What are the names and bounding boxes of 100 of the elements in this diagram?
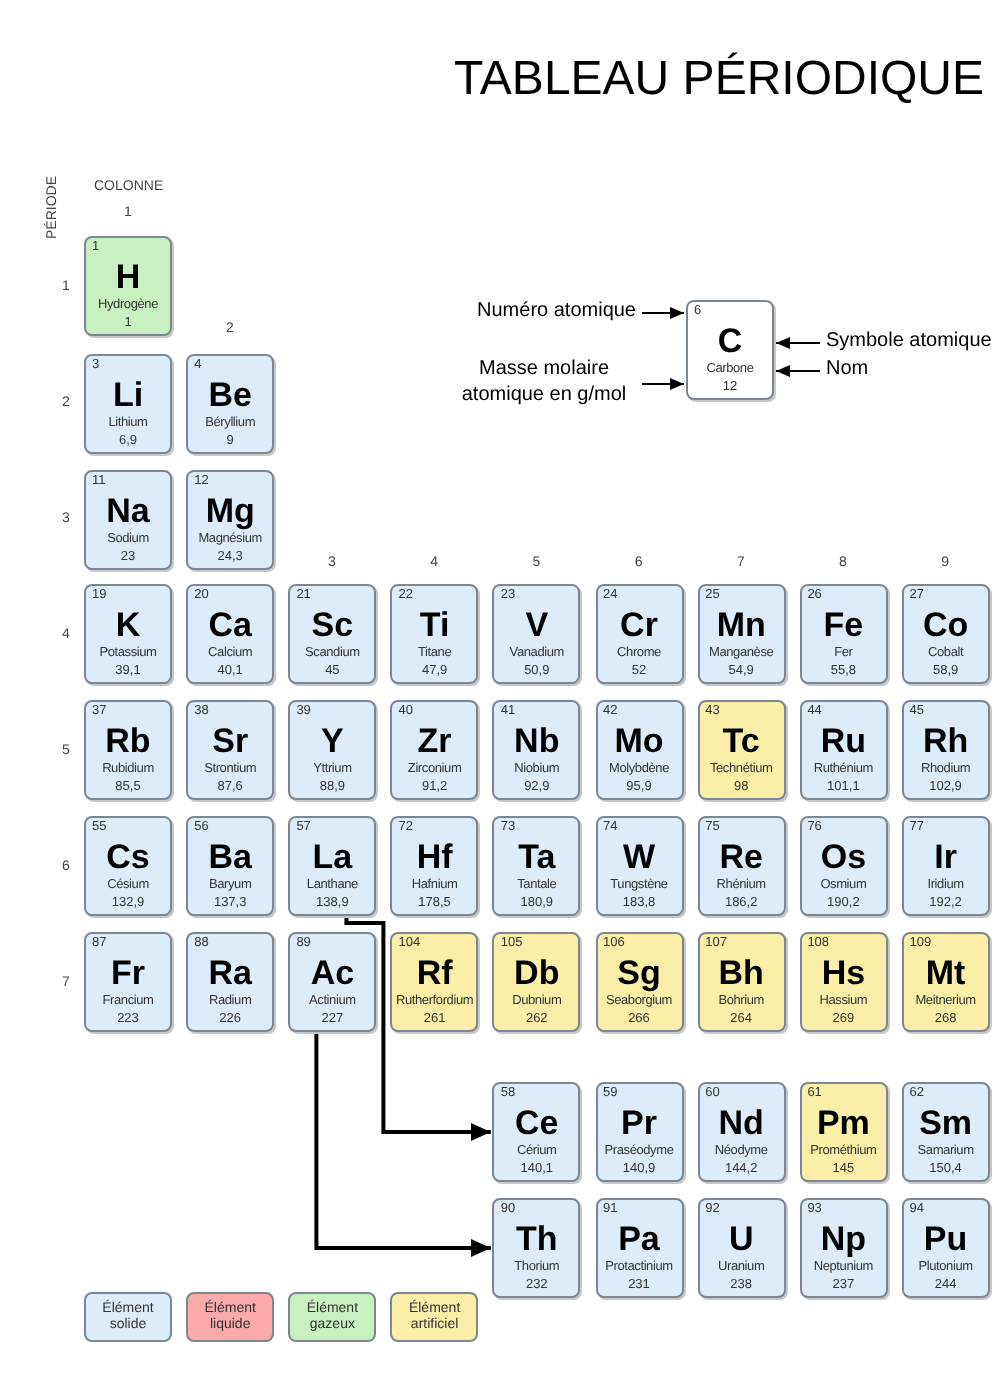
element-symbol: Sg	[615, 954, 663, 992]
element-symbol: Sm	[917, 1104, 975, 1142]
element-tile	[492, 816, 581, 916]
element-tile	[186, 816, 275, 916]
element-symbol: Fr	[109, 954, 147, 992]
element-tile	[186, 700, 275, 800]
element-symbol: Cr	[618, 606, 660, 644]
element-tile	[492, 932, 581, 1032]
element-tile	[186, 354, 275, 454]
element-symbol: Ac	[308, 954, 357, 992]
element-symbol: Ti	[417, 606, 452, 644]
element-tile	[697, 1082, 786, 1182]
leader-arrow	[641, 307, 685, 319]
element-tile	[901, 700, 990, 800]
element-tile	[901, 1082, 990, 1182]
element-tile	[390, 584, 479, 684]
element-tile	[288, 700, 377, 800]
element-tile	[901, 1198, 990, 1298]
element-tile	[799, 816, 888, 916]
element-symbol: W	[620, 838, 658, 876]
element-symbol: Hf	[414, 838, 455, 876]
element-tile	[84, 354, 172, 454]
element-tile	[595, 932, 683, 1032]
element-symbol: Mt	[923, 954, 968, 992]
element-symbol: Rb	[103, 722, 153, 760]
element-tile	[492, 700, 581, 800]
key-tile	[686, 300, 774, 400]
element-symbol: Pm	[814, 1104, 872, 1142]
connector-arrow	[344, 916, 491, 1141]
element-symbol: Nd	[716, 1104, 766, 1142]
element-symbol: Zr	[415, 722, 454, 760]
element-tile	[390, 700, 479, 800]
element-tile	[901, 816, 990, 916]
element-symbol: Nb	[512, 722, 562, 760]
element-symbol: Th	[514, 1220, 560, 1258]
element-symbol: Db	[512, 954, 562, 992]
annotation-text: Masse molaire atomique en g/mol	[452, 356, 636, 408]
element-tile	[84, 236, 172, 336]
annotation-text: Nom	[826, 356, 869, 382]
element-symbol: Re	[717, 838, 765, 876]
element-tile	[492, 1082, 581, 1182]
element-tile	[595, 816, 683, 916]
element-tile	[288, 584, 377, 684]
element-tile	[84, 932, 172, 1032]
element-tile	[697, 584, 786, 684]
annotation-text: Symbole atomique	[826, 328, 992, 354]
element-symbol: U	[726, 1220, 756, 1258]
connector-arrow	[314, 1032, 491, 1257]
element-symbol: Co	[920, 606, 971, 644]
element-symbol: Pa	[616, 1220, 662, 1258]
element-symbol: K	[113, 606, 143, 644]
element-tile	[799, 1198, 888, 1298]
element-tile	[799, 1082, 888, 1182]
element-tile	[288, 932, 377, 1032]
element-tile	[697, 816, 786, 916]
element-symbol: Np	[818, 1220, 869, 1258]
element-tile	[84, 584, 172, 684]
element-symbol: Ra	[206, 954, 254, 992]
element-symbol: Hs	[819, 954, 868, 992]
leader-arrow	[775, 337, 821, 349]
element-tile	[697, 1198, 786, 1298]
element-tile	[595, 700, 683, 800]
leader-arrow	[641, 378, 685, 390]
element-tile	[84, 700, 172, 800]
element-symbol: H	[113, 258, 143, 296]
element-symbol: Sc	[309, 606, 356, 644]
element-tile	[84, 816, 172, 916]
element-tile	[84, 470, 172, 570]
element-symbol: Rh	[920, 722, 971, 760]
element-tile	[186, 470, 275, 570]
element-symbol: Pr	[619, 1104, 659, 1142]
element-tile	[492, 1198, 581, 1298]
element-tile	[799, 700, 888, 800]
element-symbol: Cs	[104, 838, 152, 876]
element-symbol: Ir	[932, 838, 959, 876]
page-title: TABLEAU PÉRIODIQUE	[454, 52, 984, 108]
annotation-text: Numéro atomique	[477, 298, 636, 324]
element-tile	[595, 584, 683, 684]
element-symbol: Pu	[921, 1220, 970, 1258]
element-symbol: Sr	[210, 722, 251, 760]
element-symbol: C	[715, 322, 745, 360]
element-symbol: Ta	[516, 838, 558, 876]
element-tile	[799, 584, 888, 684]
element-symbol: Ca	[206, 606, 254, 644]
element-symbol: V	[523, 606, 551, 644]
element-symbol: Mg	[203, 492, 257, 530]
element-tile	[186, 584, 275, 684]
element-tile	[492, 584, 581, 684]
element-tile	[595, 1082, 683, 1182]
element-symbol: Ba	[206, 838, 254, 876]
element-tile	[901, 584, 990, 684]
element-tile	[595, 1198, 683, 1298]
element-symbol: Li	[110, 376, 146, 414]
element-tile	[390, 816, 479, 916]
element-symbol: Y	[319, 722, 346, 760]
element-tile	[186, 932, 275, 1032]
element-symbol: Rf	[414, 954, 455, 992]
element-symbol: Ce	[513, 1104, 561, 1142]
element-symbol: Na	[104, 492, 152, 530]
element-symbol: Fe	[821, 606, 866, 644]
